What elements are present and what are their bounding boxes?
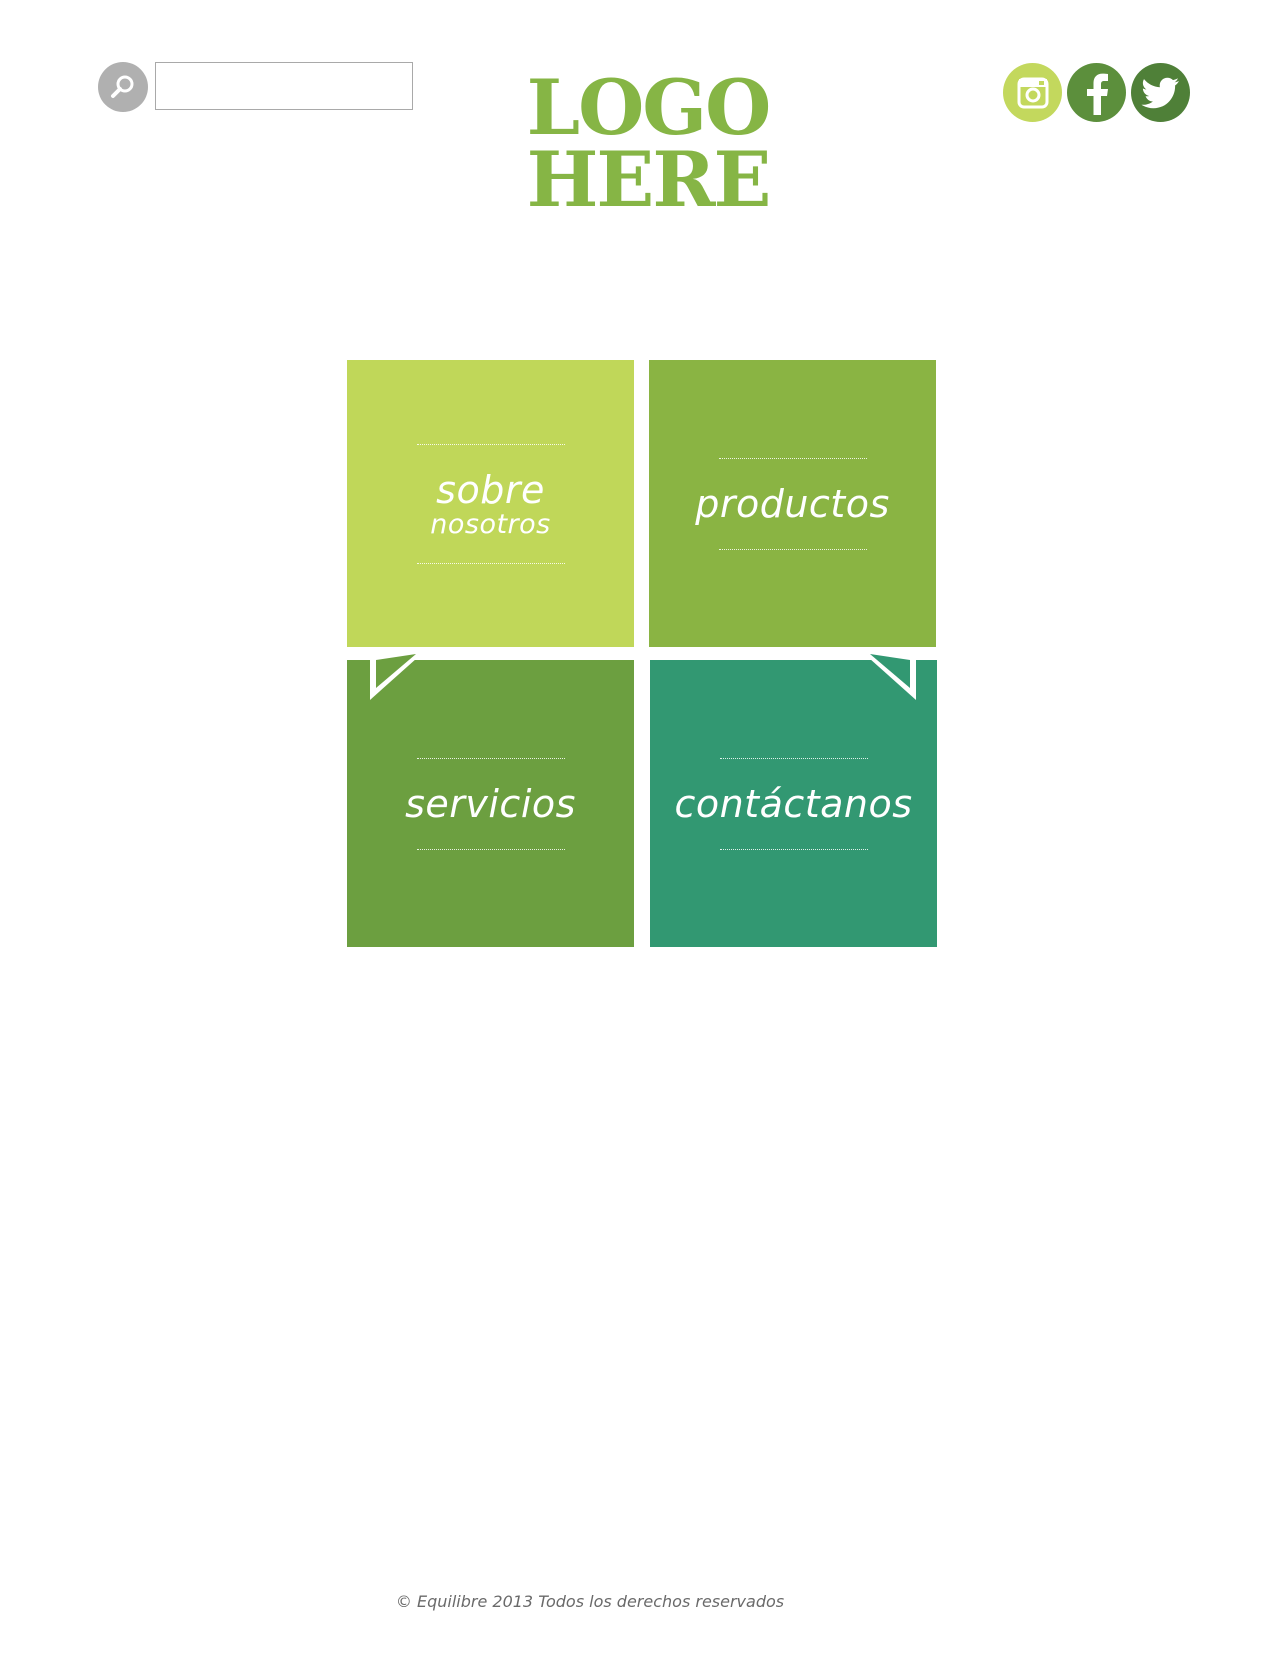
tile-label: productos (695, 481, 890, 526)
tile-label: contáctanos (674, 781, 913, 826)
footer-copyright: © Equilibre 2013 Todos los derechos rese… (395, 1592, 785, 1611)
instagram-icon (1017, 77, 1048, 108)
tile-divider (718, 548, 867, 550)
twitter-link[interactable] (1131, 63, 1190, 122)
tile-divider (416, 848, 565, 850)
tile-productos[interactable]: productos (649, 360, 936, 647)
tile-sublabel: nosotros (430, 508, 551, 540)
tile-divider (719, 848, 868, 850)
tile-divider (416, 443, 565, 445)
search-input[interactable] (155, 62, 413, 110)
logo-line-1: LOGO (526, 63, 772, 152)
tile-divider (416, 757, 565, 759)
tile-divider (719, 757, 868, 759)
tile-label: sobre (436, 467, 545, 512)
tile-servicios[interactable]: servicios (347, 660, 634, 947)
instagram-link[interactable] (1003, 63, 1062, 122)
tile-divider (416, 562, 565, 564)
twitter-icon (1141, 77, 1179, 108)
search-button[interactable] (98, 62, 148, 112)
logo-line-2: HERE (526, 135, 772, 224)
tile-divider (718, 457, 867, 459)
facebook-link[interactable] (1067, 63, 1126, 122)
tile-label: servicios (405, 781, 576, 826)
facebook-icon (1086, 73, 1108, 115)
tile-contactanos[interactable]: contáctanos (650, 660, 937, 947)
tile-sobre-nosotros[interactable]: sobre nosotros (347, 360, 634, 647)
search-icon (111, 75, 134, 98)
site-logo[interactable]: LOGO HERE (500, 63, 796, 224)
